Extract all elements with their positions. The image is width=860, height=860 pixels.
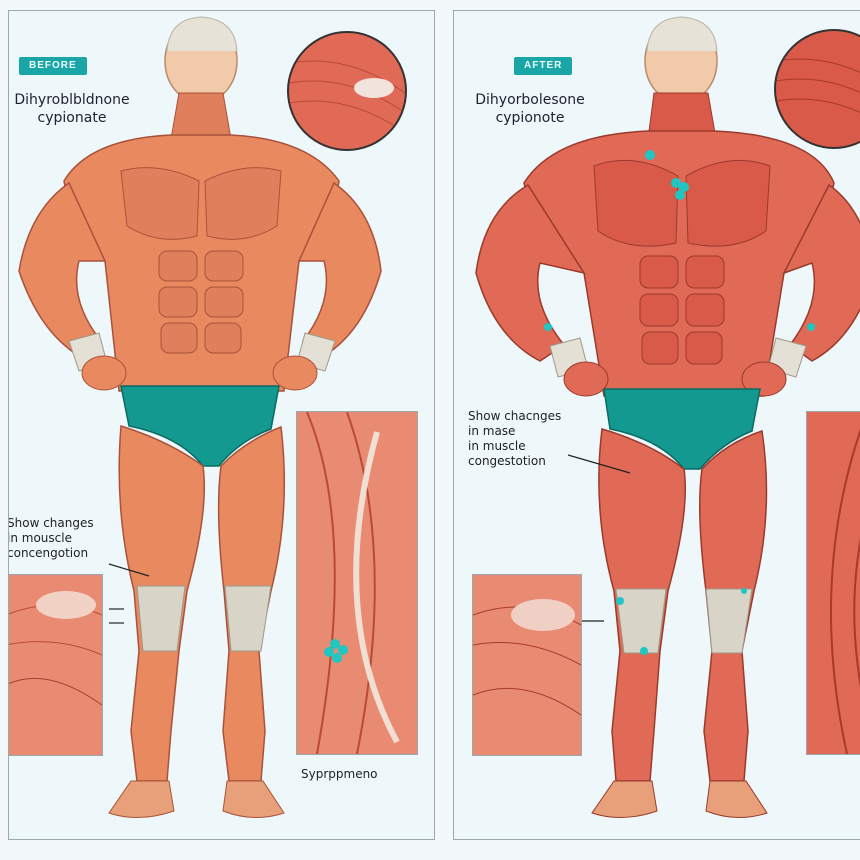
after-note-line1: Show chacnges bbox=[468, 409, 562, 423]
after-badge: AFTER bbox=[514, 57, 573, 75]
after-muscle-inset-leg bbox=[806, 411, 860, 755]
before-caption: Syprppmeno bbox=[301, 767, 378, 781]
marker-icon bbox=[544, 150, 815, 655]
after-drug-title: Dihyorbolesone cypionote bbox=[460, 91, 600, 127]
before-body-figure bbox=[18, 16, 382, 819]
before-zoom-bubble bbox=[287, 31, 407, 151]
after-note: Show chacnges in mase in muscle congesto… bbox=[468, 409, 561, 469]
after-title-line1: Dihyorbolesone bbox=[475, 92, 585, 108]
after-title-line2: cypionote bbox=[495, 110, 565, 126]
after-note-line3: in muscle bbox=[468, 439, 526, 453]
marker-icon bbox=[324, 639, 348, 663]
after-body-figure bbox=[475, 16, 860, 819]
after-muscle-inset-lower bbox=[472, 574, 582, 756]
before-panel: BEFORE Dihyroblbldnone cypionate Show ch… bbox=[8, 10, 435, 840]
before-title-line1: Dihyroblbldnone bbox=[14, 92, 130, 108]
before-note: Show changes in mouscle concengotion bbox=[8, 516, 94, 561]
before-title-line2: cypionate bbox=[37, 110, 107, 126]
after-panel: AFTER Dihyorbolesone cypionote Show chac… bbox=[453, 10, 860, 840]
before-note-line1: Show changes bbox=[8, 516, 94, 530]
after-note-line2: in mase bbox=[468, 424, 516, 438]
before-drug-title: Dihyroblbldnone cypionate bbox=[9, 91, 137, 127]
after-note-line4: congestotion bbox=[468, 454, 546, 468]
before-badge: BEFORE bbox=[19, 57, 87, 75]
before-note-line3: concengotion bbox=[8, 546, 89, 560]
before-note-line2: in mouscle bbox=[8, 531, 72, 545]
before-muscle-inset-leg bbox=[296, 411, 418, 755]
before-muscle-inset-lower bbox=[9, 574, 103, 756]
